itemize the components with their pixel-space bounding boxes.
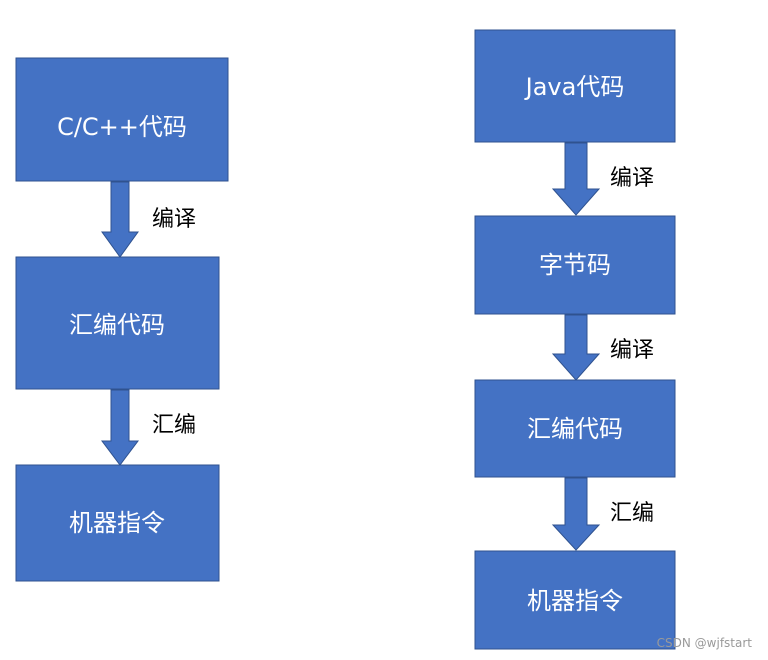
edge-cpp-assemble-label: 汇编: [152, 413, 196, 438]
arrow-java-compile-1: [551, 142, 601, 216]
arrow-cpp-compile: [101, 181, 139, 258]
edge-java-compile-2-label: 编译: [610, 338, 654, 363]
node-java-bytecode-label: 字节码: [539, 251, 611, 279]
node-java-machine: [474, 550, 676, 650]
node-cpp-machine-label: 机器指令: [69, 509, 165, 537]
node-cpp-code-label: C/C++代码: [57, 113, 187, 141]
node-cpp-asm-label: 汇编代码: [69, 311, 165, 339]
node-java-asm-label: 汇编代码: [527, 415, 623, 443]
arrow-java-assemble: [551, 477, 601, 551]
arrow-cpp-assemble: [101, 389, 139, 466]
edge-cpp-compile-label: 编译: [152, 207, 196, 232]
node-cpp-code: [15, 57, 229, 182]
flow-java: Java代码 编译 字节码 编译 汇编代码 汇编 机器指令: [474, 29, 676, 650]
node-java-bytecode: [474, 215, 676, 315]
node-java-machine-label: 机器指令: [527, 587, 623, 615]
edge-java-compile-1-label: 编译: [610, 166, 654, 191]
node-cpp-asm: [15, 256, 220, 390]
node-java-code-label: Java代码: [524, 73, 625, 101]
edge-java-assemble-label: 汇编: [610, 501, 654, 526]
watermark: CSDN @wjfstart: [656, 636, 752, 650]
flow-cpp: C/C++代码 编译 汇编代码 汇编 机器指令: [15, 57, 229, 582]
node-java-asm: [474, 379, 676, 478]
node-java-code: [474, 29, 676, 143]
arrow-java-compile-2: [551, 314, 601, 381]
node-cpp-machine: [15, 464, 220, 582]
